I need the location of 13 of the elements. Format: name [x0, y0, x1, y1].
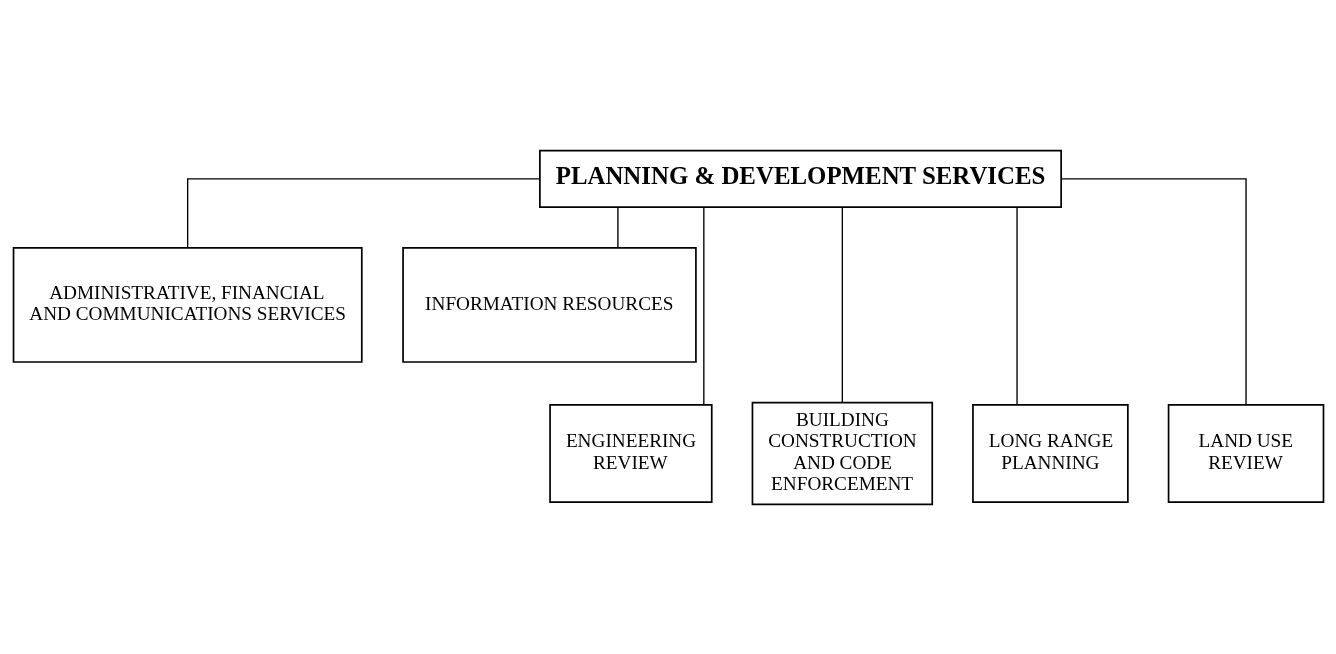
connector: [841, 206, 843, 403]
connector: [702, 206, 704, 405]
connector: [186, 177, 540, 248]
node-box: LONG RANGE PLANNING: [971, 403, 1129, 503]
node-box: PLANNING & DEVELOPMENT SERVICES: [538, 149, 1062, 208]
node-box: LAND USE REVIEW: [1167, 403, 1324, 503]
connector: [1015, 206, 1018, 405]
node-box: INFORMATION RESOURCES: [401, 246, 697, 363]
connector: [1060, 177, 1247, 405]
node-box: ADMINISTRATIVE, FINANCIAL AND COMMUNICATIONS SERVICES: [12, 246, 363, 363]
connector: [616, 205, 619, 248]
node-box: ENGINEERING REVIEW: [548, 403, 713, 503]
node-box: BUILDING CONSTRUCTION AND CODE ENFORCEMENT: [751, 401, 933, 505]
